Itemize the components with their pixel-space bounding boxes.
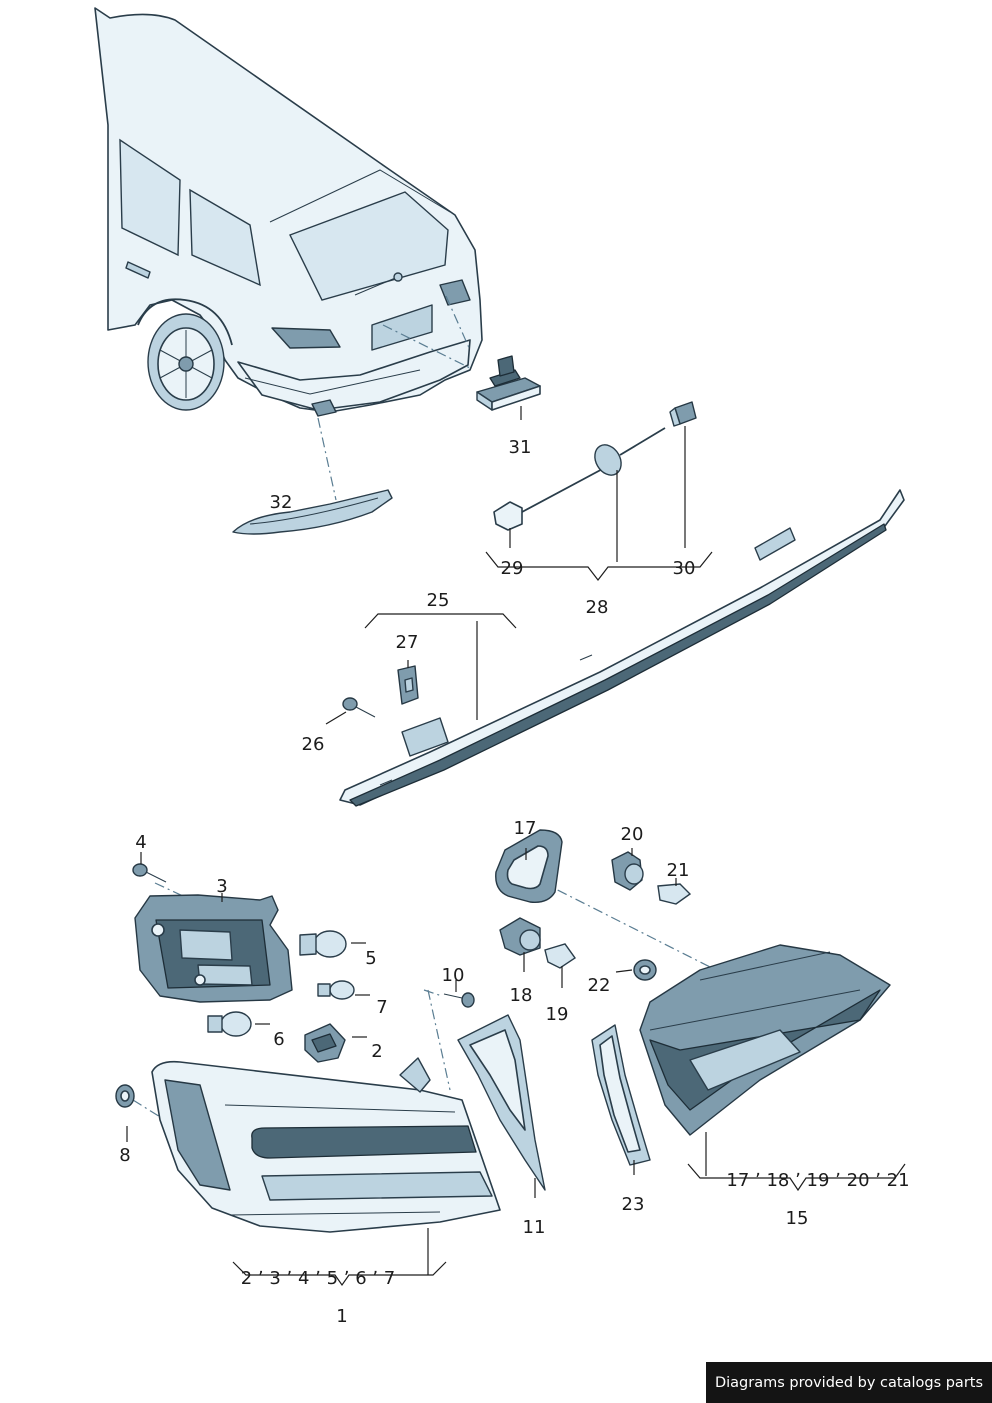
bulb-carrier (134, 894, 293, 1003)
callout-23: 23 (622, 1194, 645, 1215)
license-plate-lamp (476, 355, 541, 411)
bulb-19 (544, 943, 576, 969)
socket-18 (499, 917, 541, 956)
callout-10: 10 (442, 965, 465, 986)
callout-26: 26 (302, 734, 325, 755)
screw-4 (132, 863, 167, 883)
callout-30: 30 (673, 558, 696, 579)
wiring-harness (493, 401, 697, 531)
nut-8 (115, 1084, 135, 1108)
credits-banner: Diagrams provided by catalogs parts (706, 1362, 992, 1403)
callout-18: 18 (510, 985, 533, 1006)
trim-light-strip (339, 489, 905, 807)
callout-8: 8 (119, 1145, 130, 1166)
callout-5: 5 (365, 948, 376, 969)
vehicle-illustration (94, 7, 483, 417)
callout-31: 31 (509, 437, 532, 458)
clip-27 (397, 665, 419, 705)
group-15-members: 17 ʼ 18 ʼ 19 ʼ 20 ʼ 21 (726, 1170, 909, 1191)
group-1-members: 2 ʼ 3 ʼ 4 ʼ 5 ʼ 6 ʼ 7 (241, 1268, 396, 1289)
callout-11: 11 (523, 1217, 546, 1238)
callout-3: 3 (216, 876, 227, 897)
nut-22 (633, 959, 657, 981)
bumper-reflector (232, 489, 393, 535)
screw-26 (342, 697, 376, 718)
bulbs (207, 930, 355, 1063)
trim-panel-11 (457, 1014, 546, 1191)
screw-10 (443, 992, 475, 1008)
inner-tail-lamp (639, 944, 891, 1136)
socket-20 (611, 851, 644, 891)
callout-27: 27 (396, 632, 419, 653)
callout-28: 28 (586, 597, 609, 618)
callout-7: 7 (376, 997, 387, 1018)
callout-15: 15 (786, 1208, 809, 1229)
callout-4: 4 (135, 832, 146, 853)
outer-tail-lamp (151, 1057, 501, 1233)
callout-19: 19 (546, 1004, 569, 1025)
callout-29: 29 (501, 558, 524, 579)
callout-1: 1 (336, 1306, 347, 1327)
callout-labels: 31 32 29 30 28 25 27 26 4 3 5 7 6 2 8 10… (119, 437, 909, 1327)
callout-22: 22 (588, 975, 611, 996)
callout-25: 25 (427, 590, 450, 611)
callout-32: 32 (270, 492, 293, 513)
callout-2: 2 (371, 1041, 382, 1062)
trim-panel-23 (591, 1024, 651, 1166)
gasket-17 (495, 829, 563, 903)
callout-21: 21 (667, 860, 690, 881)
callout-20: 20 (621, 824, 644, 845)
callout-17: 17 (514, 818, 537, 839)
leader-lines (126, 406, 906, 1287)
bulb-21 (657, 883, 692, 905)
callout-6: 6 (273, 1029, 284, 1050)
guide-lines (132, 295, 711, 1121)
